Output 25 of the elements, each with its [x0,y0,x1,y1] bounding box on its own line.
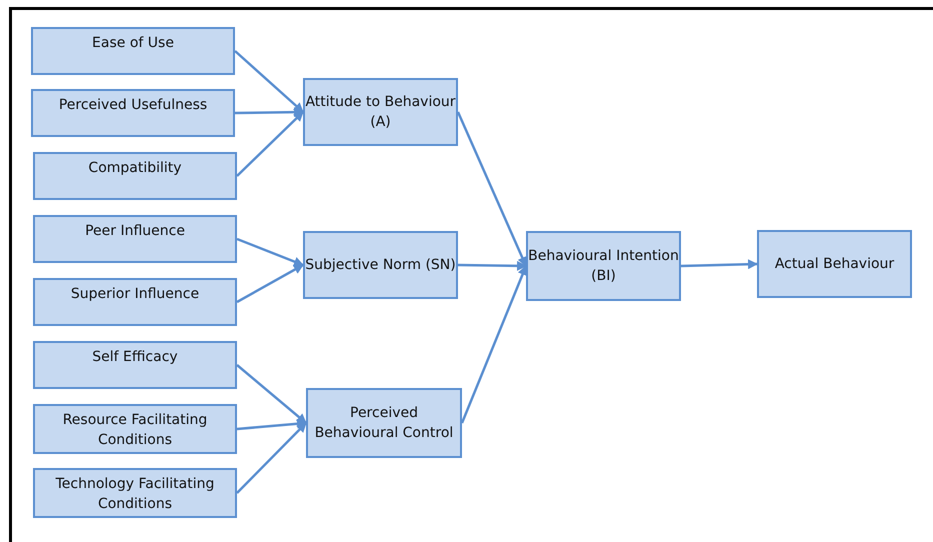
process-box: Self Efficacy [33,341,237,389]
process-box: Perceived Behavioural Control [306,388,462,458]
process-box: Technology Facilitating Conditions [33,468,237,518]
arrow [234,50,304,113]
arrow [234,107,304,118]
arrow [236,238,304,266]
arrow [680,259,758,270]
process-box: Subjective Norm (SN) [303,231,458,299]
arrow [458,260,527,271]
arrow [236,111,304,177]
process-box: Superior Influence [33,278,237,326]
arrow [236,418,307,430]
process-box: Perceived Usefulness [31,89,235,137]
process-box: Resource Facilitating Conditions [33,404,237,454]
process-box: Actual Behaviour [757,230,912,298]
process-box: Compatibility [33,152,237,200]
process-box: Attitude to Behaviour (A) [303,78,458,146]
process-box: Ease of Use [31,27,235,75]
process-box: Peer Influence [33,215,237,263]
arrow [456,112,528,267]
arrow [460,265,528,424]
arrow [236,264,304,304]
arrow [236,364,307,424]
arrow [236,422,307,494]
process-box: Behavioural Intention (BI) [526,231,681,301]
